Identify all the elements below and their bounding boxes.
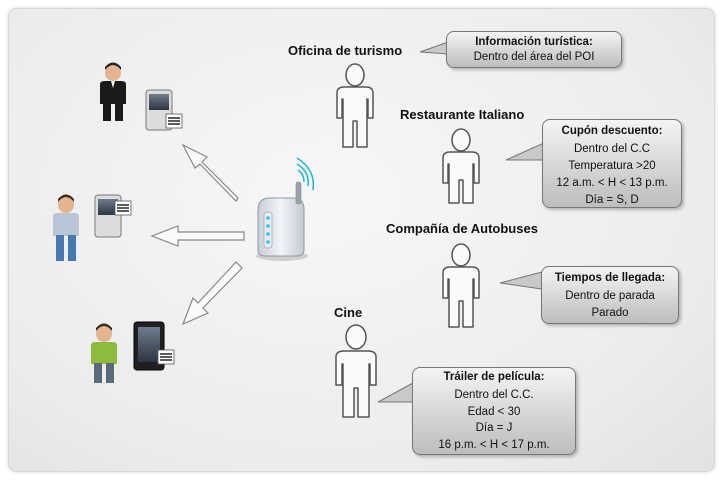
arrow-icon — [181, 261, 243, 326]
user-figure-icon — [53, 194, 79, 261]
callout-line: Dentro de parada — [565, 290, 655, 302]
person-outline-icon — [442, 243, 480, 328]
callout-title: Tráiler de película: — [443, 371, 545, 383]
arrow-icon — [181, 143, 239, 202]
person-outline-icon — [442, 128, 480, 204]
user-figure-icon — [91, 323, 117, 383]
phone-icon — [94, 194, 132, 238]
callout-bus: Tiempos de llegada: Dentro de parada Par… — [541, 266, 679, 324]
callout-line: Día = J — [475, 422, 513, 434]
callout-title: Tiempos de llegada: — [554, 272, 666, 284]
callout-restaurant: Cupón descuento: Dentro del C.C Temperat… — [542, 119, 682, 208]
callout-title: Información turística: — [475, 36, 593, 48]
callout-tourism: Información turística: Dentro del área d… — [446, 31, 622, 68]
router-icon — [256, 157, 315, 261]
poi-label-bus: Compañía de Autobuses — [386, 221, 538, 236]
callout-pointers — [377, 41, 545, 403]
callout-line: Temperatura >20 — [568, 160, 656, 172]
callout-line: Parado — [591, 307, 629, 319]
callout-line: 12 a.m. < H < 13 p.m. — [556, 177, 668, 189]
callout-title: Cupón descuento: — [561, 125, 663, 137]
person-outline-icon — [335, 324, 377, 418]
person-outline-icon — [336, 63, 374, 148]
phone-icon — [145, 89, 183, 131]
callout-line: 16 p.m. < H < 17 p.m. — [438, 438, 550, 451]
callout-line: Dentro del área del POI — [473, 51, 595, 63]
user-figure-icon — [100, 62, 126, 121]
poi-label-tourism: Oficina de turismo — [288, 43, 403, 58]
phone-icon — [133, 321, 175, 371]
poi-label-cinema: Cine — [334, 305, 363, 320]
callout-line: Dentro del C.C. — [454, 389, 534, 401]
arrow-icon — [150, 225, 245, 247]
callout-line: Dentro del C.C — [573, 143, 651, 155]
callout-line: Día = S, D — [585, 194, 639, 206]
callout-cinema: Tráiler de película: Dentro del C.C. Eda… — [412, 367, 576, 455]
callout-line: Edad < 30 — [467, 405, 521, 418]
poi-label-restaurant: Restaurante Italiano — [400, 107, 525, 122]
